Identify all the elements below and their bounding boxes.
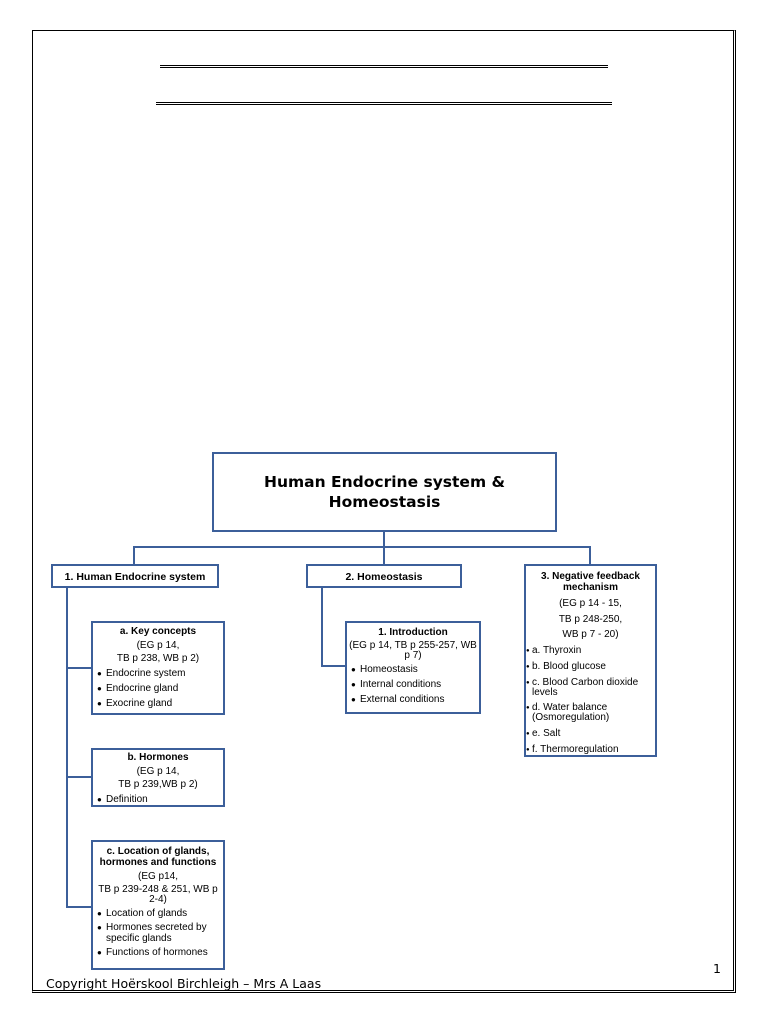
- location-ref2: TB p 239-248 & 251, WB p 2-4): [98, 883, 218, 905]
- hormones-list: Definition: [93, 794, 223, 807]
- list-item: Definition: [97, 794, 223, 807]
- connector-b2-intro: [321, 665, 346, 667]
- connector-b2-vertical: [321, 587, 323, 667]
- list-item: External conditions: [351, 694, 479, 707]
- list-item: Endocrine gland: [97, 683, 223, 696]
- branch1-box: 1. Human Endocrine system: [51, 564, 219, 588]
- title-line-2: [156, 102, 612, 105]
- list-item: Hormones secreted by specific glands: [97, 922, 223, 944]
- key-concepts-ref1: (EG p 14,: [136, 639, 180, 651]
- list-item: d. Water balance (Osmoregulation): [526, 702, 655, 724]
- branch3-ref3: WB p 7 - 20): [562, 629, 619, 640]
- location-ref1: (EG p14,: [137, 871, 179, 882]
- key-concepts-list: Endocrine system Endocrine gland Exocrin…: [93, 668, 223, 711]
- list-item: b. Blood glucose: [526, 661, 655, 674]
- key-concepts-ref2: TB p 238, WB p 2): [116, 653, 200, 664]
- connector-branch1: [133, 546, 135, 564]
- list-item: f. Thermoregulation: [526, 744, 655, 757]
- introduction-box: 1. Introduction (EG p 14, TB p 255-257, …: [345, 621, 481, 714]
- hormones-box: b. Hormones (EG p 14, TB p 239,WB p 2) D…: [91, 748, 225, 807]
- branch3-ref2: TB p 248-250,: [558, 613, 623, 625]
- location-title: c. Location of glands, hormones and func…: [99, 846, 217, 868]
- list-item: Endocrine system: [97, 668, 223, 681]
- copyright-footer: Copyright Hoërskool Birchleigh – Mrs A L…: [46, 976, 322, 991]
- hormones-ref2: TB p 239,WB p 2): [118, 779, 198, 790]
- list-item: Exocrine gland: [97, 698, 223, 711]
- connector-root-down: [383, 532, 385, 548]
- connector-horizontal: [133, 546, 591, 548]
- connector-branch2: [383, 546, 385, 564]
- list-item: Internal conditions: [351, 679, 479, 692]
- connector-b1-a: [66, 667, 91, 669]
- connector-b1-c: [66, 906, 91, 908]
- branch3-list: a. Thyroxin b. Blood glucose c. Blood Ca…: [526, 645, 655, 757]
- introduction-ref: (EG p 14, TB p 255-257, WB p 7): [349, 639, 477, 661]
- branch2-title: 2. Homeostasis: [345, 571, 423, 583]
- root-title-line2: Homeostasis: [328, 493, 441, 511]
- connector-branch3: [589, 546, 591, 564]
- branch1-title: 1. Human Endocrine system: [64, 571, 206, 583]
- location-box: c. Location of glands, hormones and func…: [91, 840, 225, 970]
- connector-b1-b: [66, 776, 91, 778]
- hormones-title: b. Hormones: [127, 752, 189, 763]
- branch3-ref1: (EG p 14 - 15,: [559, 598, 622, 609]
- list-item: e. Salt: [526, 728, 655, 741]
- root-box: Human Endocrine system & Homeostasis: [212, 452, 557, 532]
- connector-b1-vertical: [66, 587, 68, 908]
- title-line-1: [160, 65, 608, 68]
- branch3-box: 3. Negative feedback mechanism (EG p 14 …: [524, 564, 657, 757]
- branch3-title: 3. Negative feedback mechanism: [541, 571, 640, 593]
- introduction-title: 1. Introduction: [378, 627, 448, 638]
- key-concepts-title: a. Key concepts: [119, 626, 197, 637]
- list-item: Location of glands: [97, 908, 223, 921]
- hormones-ref1: (EG p 14,: [136, 765, 180, 777]
- page-border: [32, 30, 736, 993]
- introduction-list: Homeostasis Internal conditions External…: [347, 664, 479, 707]
- list-item: Functions of hormones: [97, 947, 223, 960]
- list-item: Homeostasis: [351, 664, 479, 677]
- root-title-line1: Human Endocrine system &: [263, 473, 506, 491]
- page-number: 1: [713, 961, 721, 976]
- list-item: c. Blood Carbon dioxide levels: [526, 677, 655, 699]
- branch2-box: 2. Homeostasis: [306, 564, 462, 588]
- key-concepts-box: a. Key concepts (EG p 14, TB p 238, WB p…: [91, 621, 225, 715]
- list-item: a. Thyroxin: [526, 645, 655, 658]
- location-list: Location of glands Hormones secreted by …: [93, 908, 223, 959]
